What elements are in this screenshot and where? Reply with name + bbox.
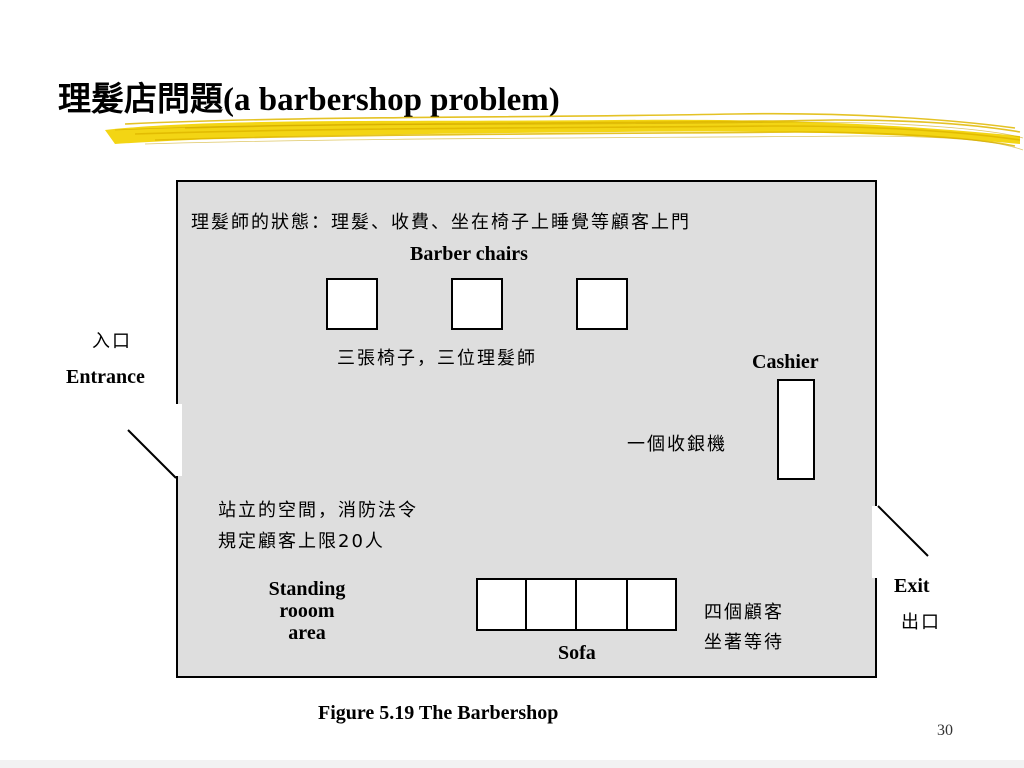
standing-room-label: Standing rooom area — [248, 578, 366, 644]
entrance-cn-label: 入口 — [92, 331, 132, 352]
entrance-door-line — [127, 429, 177, 479]
exit-door-line — [877, 505, 929, 557]
standing-label-line1: Standing — [268, 578, 346, 600]
barber-chair — [576, 278, 628, 330]
sofa-seat — [525, 578, 577, 631]
entrance-opening — [172, 404, 182, 476]
cash-register — [777, 379, 815, 480]
brush-stroke-decoration — [105, 112, 1024, 151]
barber-state-text: 理髮師的狀態：理髮、收費、坐在椅子上睡覺等顧客上門 — [191, 212, 691, 233]
barber-chairs-label: Barber chairs — [410, 243, 528, 265]
sofa-seat — [575, 578, 628, 631]
barber-chair — [326, 278, 378, 330]
sofa-note-line1: 四個顧客 — [704, 602, 784, 623]
barber-chair — [451, 278, 503, 330]
standing-label-line2: rooom — [279, 600, 335, 622]
page-title: 理髮店問題(a barbershop problem) — [58, 82, 560, 118]
standing-label-line3: area — [288, 622, 326, 644]
cashier-note: 一個收銀機 — [627, 434, 727, 455]
chairs-note: 三張椅子，三位理髮師 — [337, 348, 537, 369]
cashier-label: Cashier — [752, 351, 819, 373]
standing-note-line2: 規定顧客上限20人 — [218, 531, 385, 552]
footer-strip — [0, 760, 1024, 768]
sofa-note-line2: 坐著等待 — [704, 632, 784, 653]
entrance-en-label: Entrance — [66, 366, 145, 388]
exit-cn-label: 出口 — [901, 612, 941, 633]
page-number: 30 — [937, 722, 953, 739]
exit-en-label: Exit — [894, 575, 930, 597]
sofa-label: Sofa — [558, 642, 596, 664]
sofa-seat — [626, 578, 677, 631]
standing-note-line1: 站立的空間，消防法令 — [218, 500, 418, 521]
figure-caption: Figure 5.19 The Barbershop — [318, 702, 559, 724]
sofa-seat — [476, 578, 527, 631]
exit-opening — [872, 506, 882, 578]
